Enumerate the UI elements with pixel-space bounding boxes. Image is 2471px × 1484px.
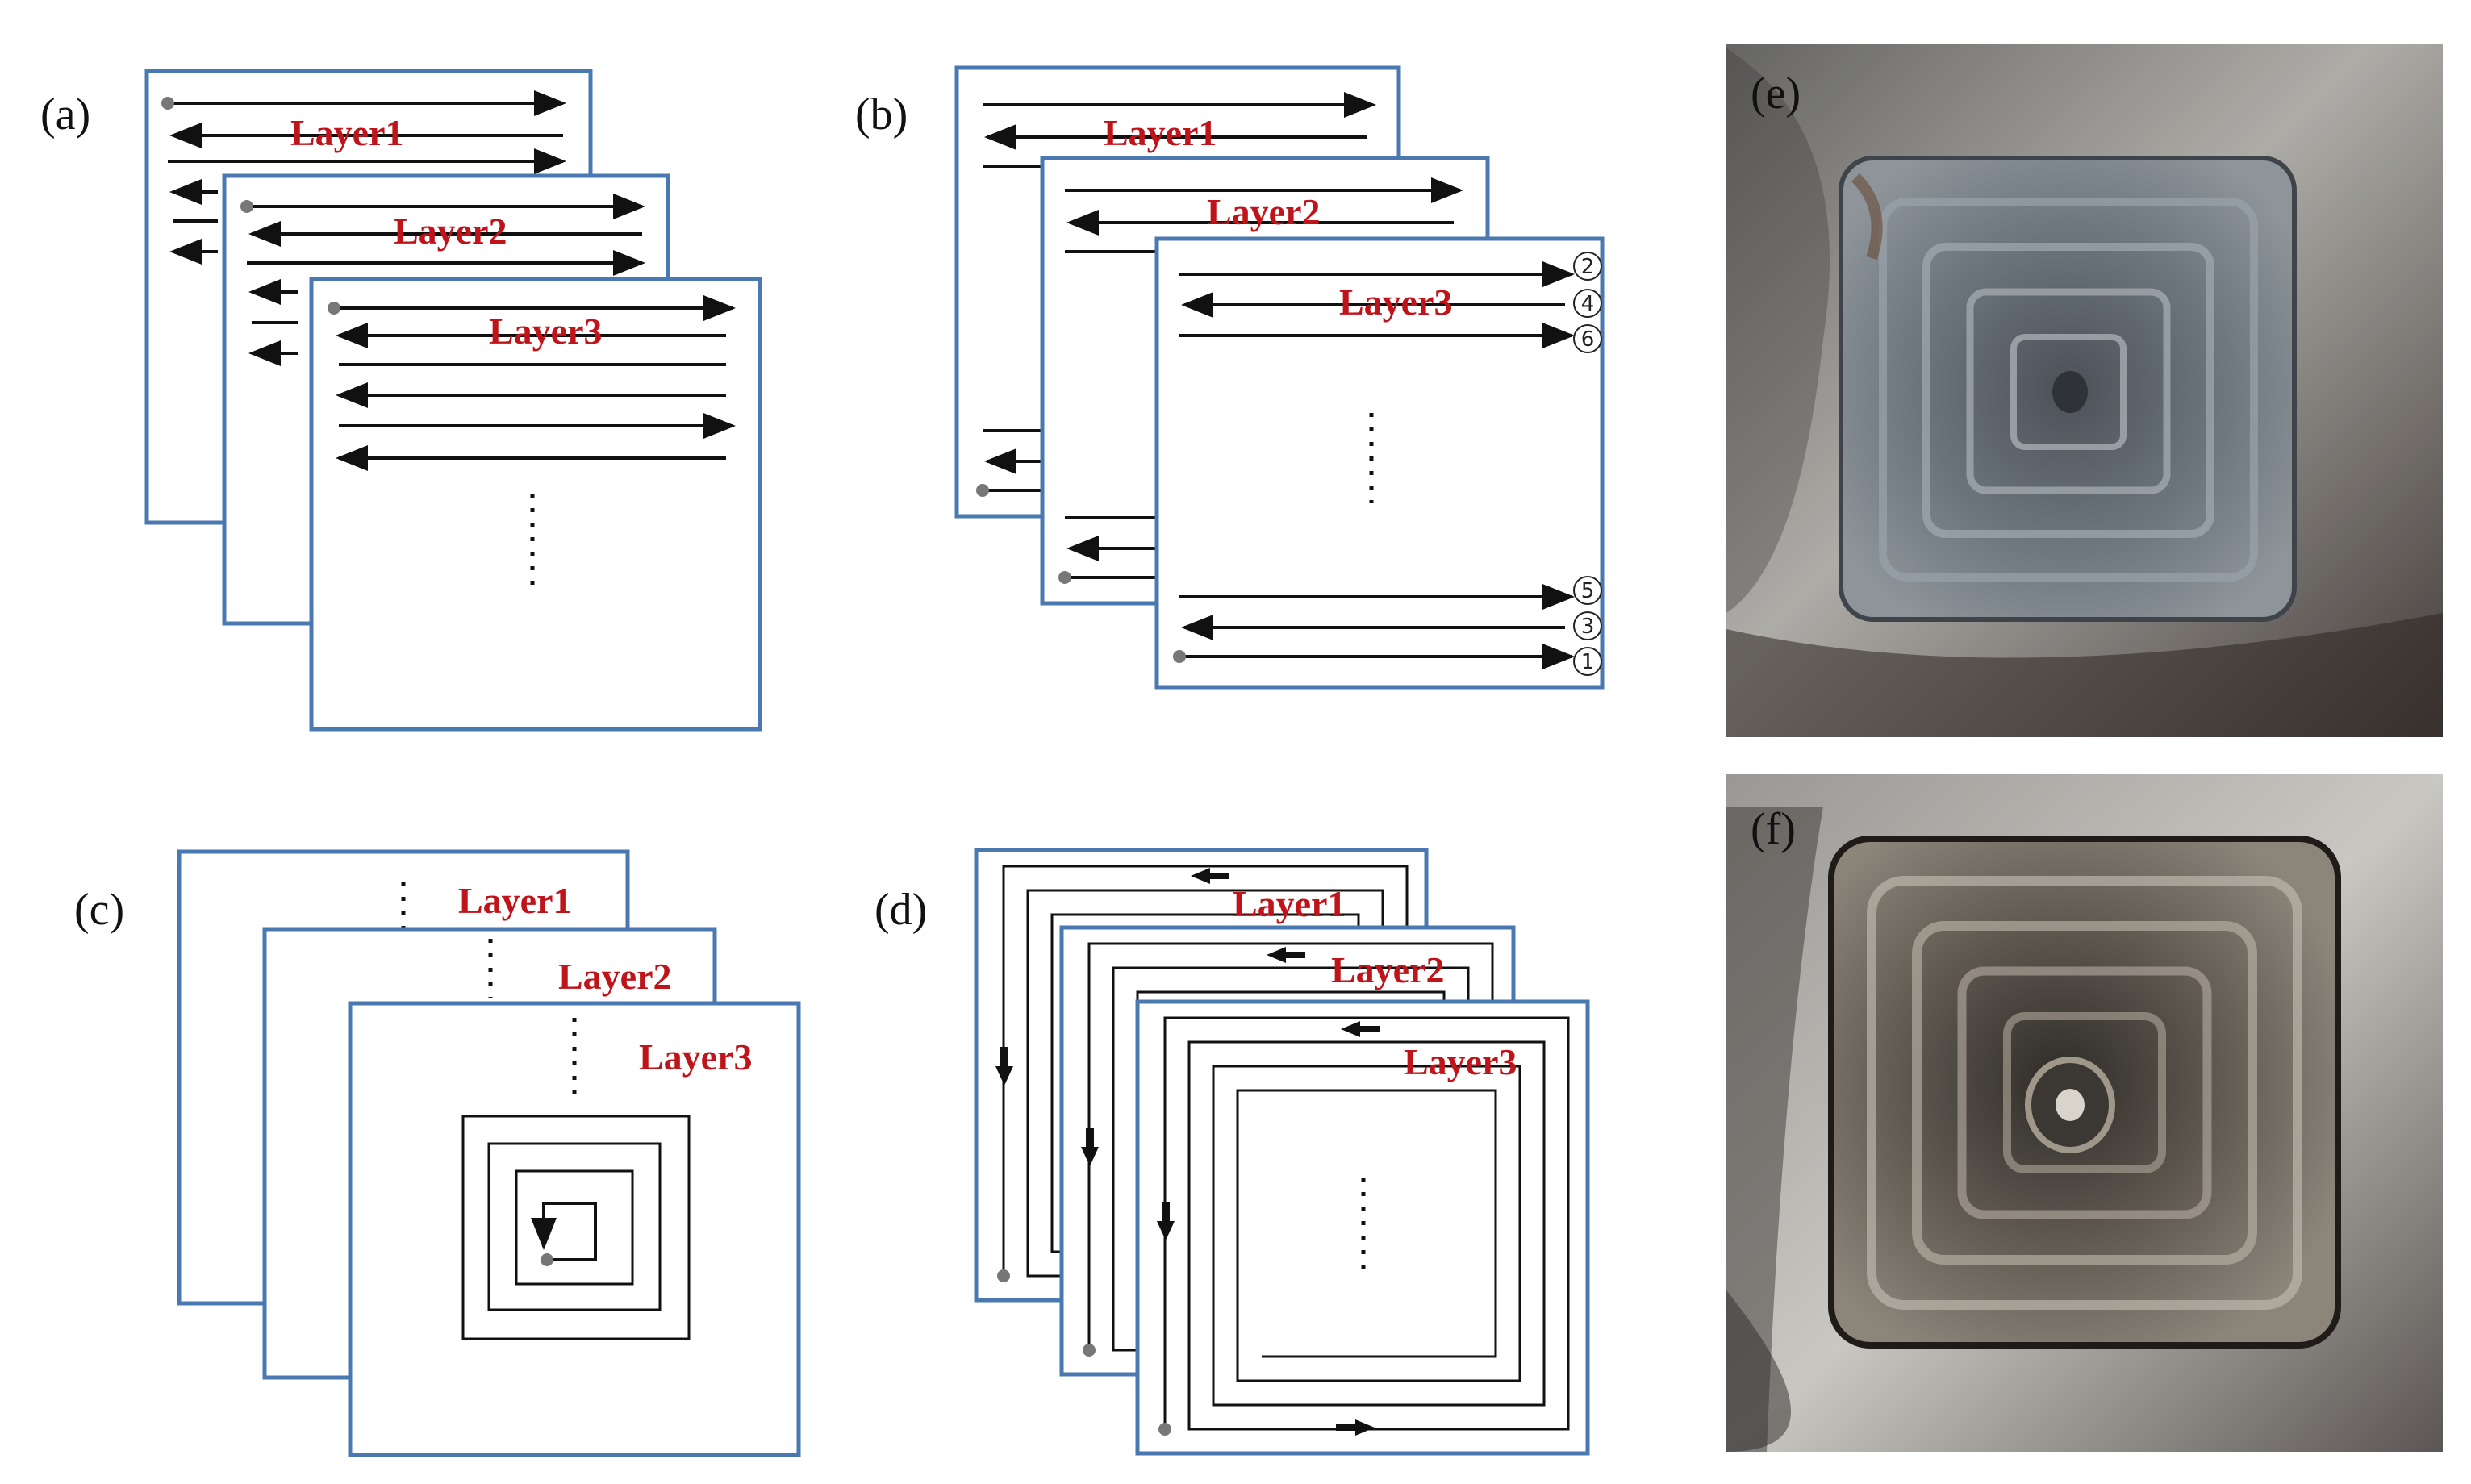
panel-a-layer-3-sheet: Layer3: [309, 277, 762, 732]
layer-label-d-1: Layer1: [1233, 883, 1346, 924]
order-number-2: 2: [1573, 252, 1602, 281]
svg-text:3: 3: [1581, 615, 1595, 639]
panel-label-d: (d): [874, 885, 927, 935]
panel-c-layer-3-sheet: Layer3: [348, 1001, 801, 1457]
order-number-1: 1: [1573, 647, 1602, 676]
panel-label-b: (b): [855, 90, 908, 140]
panel-b: (b) Layer1 Layer2: [855, 65, 1605, 690]
panel-d-layer-3-sheet: Layer3: [1135, 999, 1590, 1456]
panel-a: (a) Layer1 Layer2: [40, 69, 762, 732]
panel-label-e: (e): [1751, 69, 1801, 119]
panel-label-c: (c): [74, 885, 124, 935]
order-number-3: 3: [1573, 611, 1602, 640]
layer-label-c-2: Layer2: [558, 956, 672, 997]
svg-text:2: 2: [1581, 255, 1595, 279]
layer-label-a-3: Layer3: [489, 311, 603, 352]
layer-label-c-1: Layer1: [458, 880, 572, 921]
svg-text:4: 4: [1581, 292, 1595, 316]
svg-text:1: 1: [1581, 650, 1595, 674]
order-number-5: 5: [1573, 576, 1602, 605]
order-number-6: 6: [1573, 324, 1602, 353]
layer-label-b-3: Layer3: [1339, 281, 1453, 323]
layer-label-b-2: Layer2: [1207, 191, 1321, 232]
layer-label-a-1: Layer1: [290, 112, 404, 153]
panel-label-f: (f): [1751, 804, 1796, 854]
layer-label-c-3: Layer3: [639, 1036, 753, 1078]
panel-c: (c) Layer1 Layer2 Layer3: [74, 849, 801, 1457]
layer-label-d-3: Layer3: [1404, 1041, 1517, 1082]
svg-text:6: 6: [1581, 327, 1595, 352]
photo-f: (f): [1726, 774, 2443, 1452]
order-number-4: 4: [1573, 289, 1602, 318]
layer-label-d-2: Layer2: [1331, 949, 1445, 990]
panel-d: (d) Layer1 Layer2 Layer3: [874, 848, 1590, 1456]
panel-label-a: (a): [40, 90, 90, 140]
layer-label-a-2: Layer2: [394, 211, 507, 252]
svg-text:5: 5: [1581, 579, 1595, 603]
panel-d-direction-arrows: [995, 868, 1380, 1436]
photo-e: (e): [1726, 44, 2443, 737]
panel-b-layer-3-sheet: Layer3 2 4 6 5 3 1: [1154, 236, 1605, 690]
layer-label-b-1: Layer1: [1104, 112, 1217, 153]
